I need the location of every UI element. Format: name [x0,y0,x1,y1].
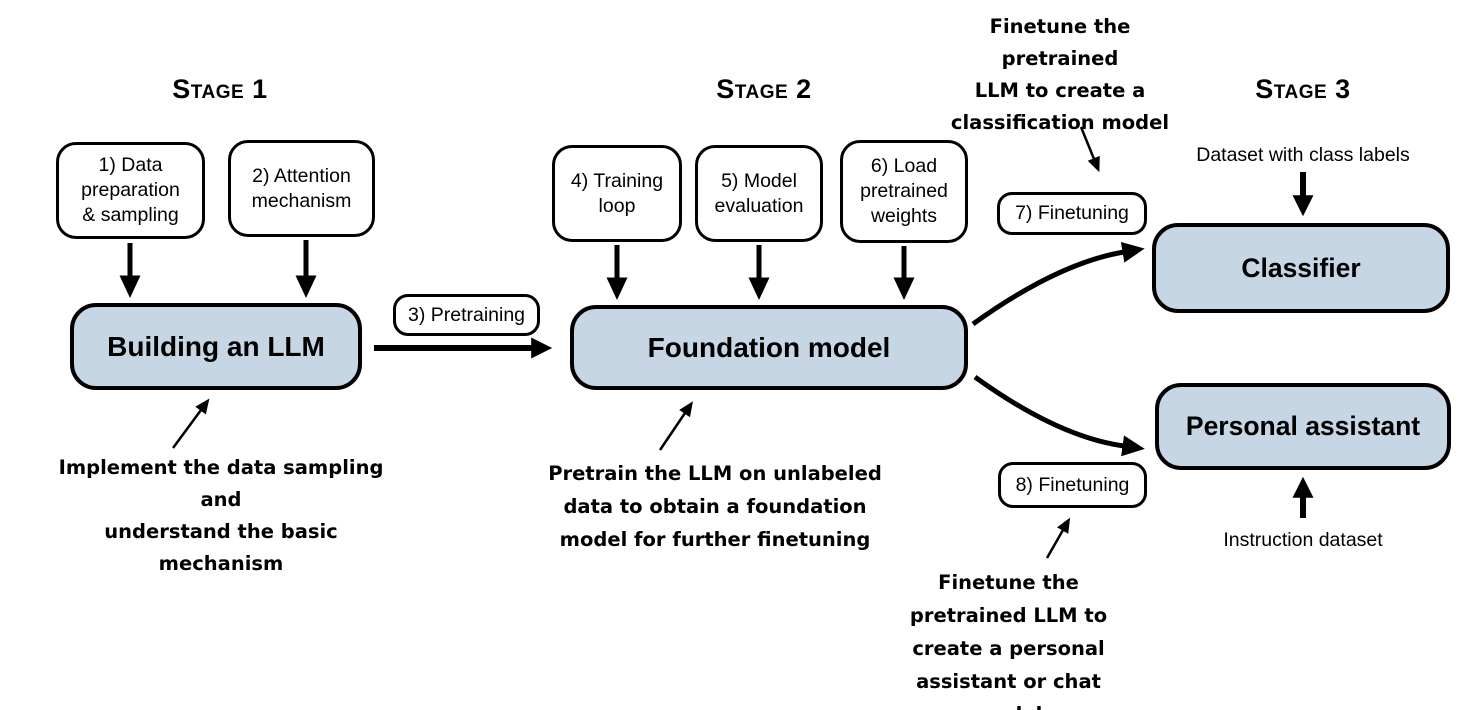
finetune8-annotation: Finetune the pretrained LLM to create a … [909,571,1108,710]
arrow-annotation-finetune8 [1045,517,1071,559]
arrow-annotation-stage2 [658,401,693,451]
foundation-model-box: Foundation model [570,305,968,390]
finetuning8-pill: 8) Finetuning [998,462,1147,508]
stage2-title: Stage 2 [716,74,812,104]
personal-assistant-box: Personal assistant [1155,383,1451,470]
arrow-foundation-to-assistant [973,374,1145,457]
step-box-training-loop: 4) Training loop [552,145,682,242]
step-box-data-preparation: 1) Data preparation & sampling [56,142,205,239]
step-box-attention-mechanism: 2) Attention mechanism [228,140,375,237]
arrow-foundation-to-classifier [971,241,1145,327]
stage1-annotation: Implement the data sampling and understa… [58,456,384,575]
stage2-annotation: Pretrain the LLM on unlabeled data to ob… [548,462,882,551]
finetune7-annotation: Finetune the pretrained LLM to create a … [950,15,1170,134]
stage1-title: Stage 1 [172,74,268,104]
instruction-dataset-label: Instruction dataset [1223,529,1383,551]
step-box-model-evaluation: 5) Model evaluation [695,145,823,242]
step-box-load-pretrained-weights: 6) Load pretrained weights [840,140,968,243]
stage3-title: Stage 3 [1255,74,1351,104]
dataset-with-class-labels-label: Dataset with class labels [1196,144,1410,166]
classifier-box: Classifier [1152,223,1450,313]
arrow-annotation-stage1 [171,398,210,449]
building-an-llm-box: Building an LLM [70,303,362,390]
finetuning7-pill: 7) Finetuning [997,192,1147,235]
pretraining-pill: 3) Pretraining [393,294,540,336]
